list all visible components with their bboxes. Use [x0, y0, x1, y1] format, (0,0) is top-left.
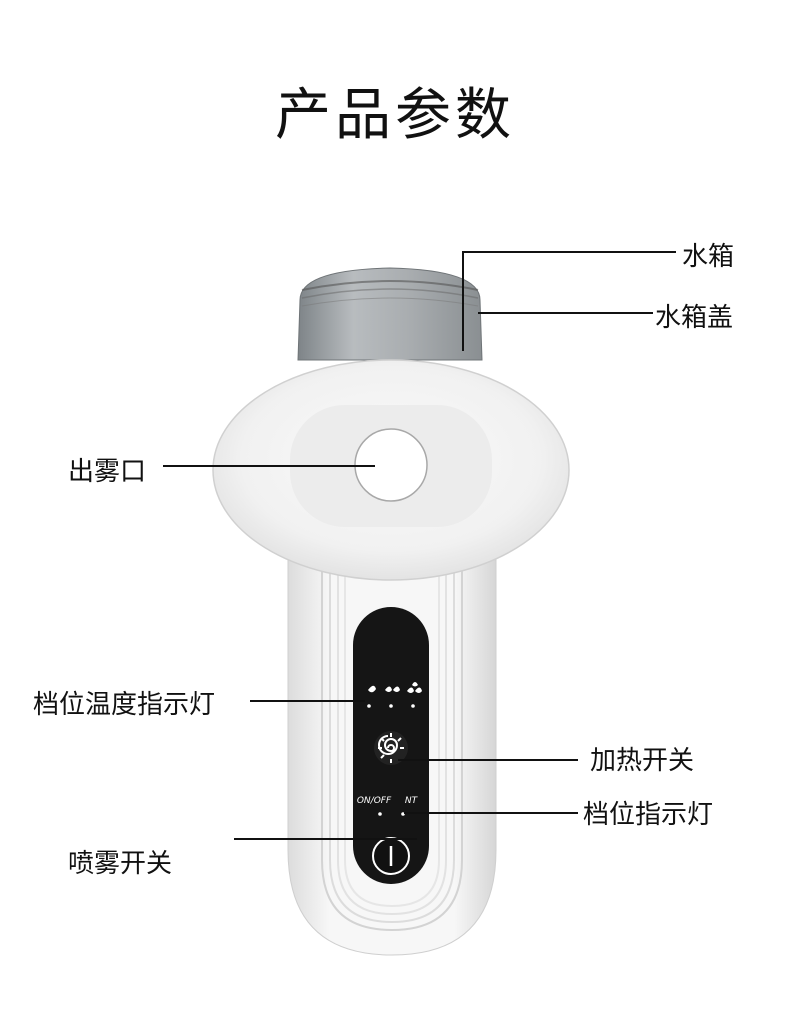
heat-switch-leader [398, 759, 578, 761]
callout-water-tank: 水箱 [682, 242, 735, 272]
water-tank-leader-v [462, 251, 464, 351]
heat-switch-icon [374, 731, 408, 765]
callout-level-temp-indicator: 档位温度指示灯 [33, 690, 216, 720]
bowl-graphic [212, 359, 570, 581]
water-tank-cap-leader [478, 312, 653, 314]
callout-spray-switch: 喷雾开关 [68, 849, 173, 879]
nt-text: NT [405, 796, 419, 806]
callout-heat-switch: 加热开关 [590, 746, 695, 776]
control-panel-graphic: ON/OFF NT [353, 607, 429, 884]
callout-mist-outlet: 出雾口 [68, 457, 147, 487]
level-indicator-leader [404, 812, 578, 814]
spray-switch-leader [234, 838, 417, 840]
page-title: 产品参数 [275, 83, 515, 148]
callout-level-indicator: 档位指示灯 [583, 800, 714, 830]
callout-water-tank-cap: 水箱盖 [655, 303, 734, 333]
onoff-text: ON/OFF [357, 796, 392, 806]
water-tank-graphic [297, 267, 483, 361]
level-temp-indicator-leader [250, 700, 365, 702]
power-button-icon [372, 837, 410, 875]
mist-outlet-leader [163, 465, 375, 467]
water-tank-leader-h [463, 251, 676, 253]
